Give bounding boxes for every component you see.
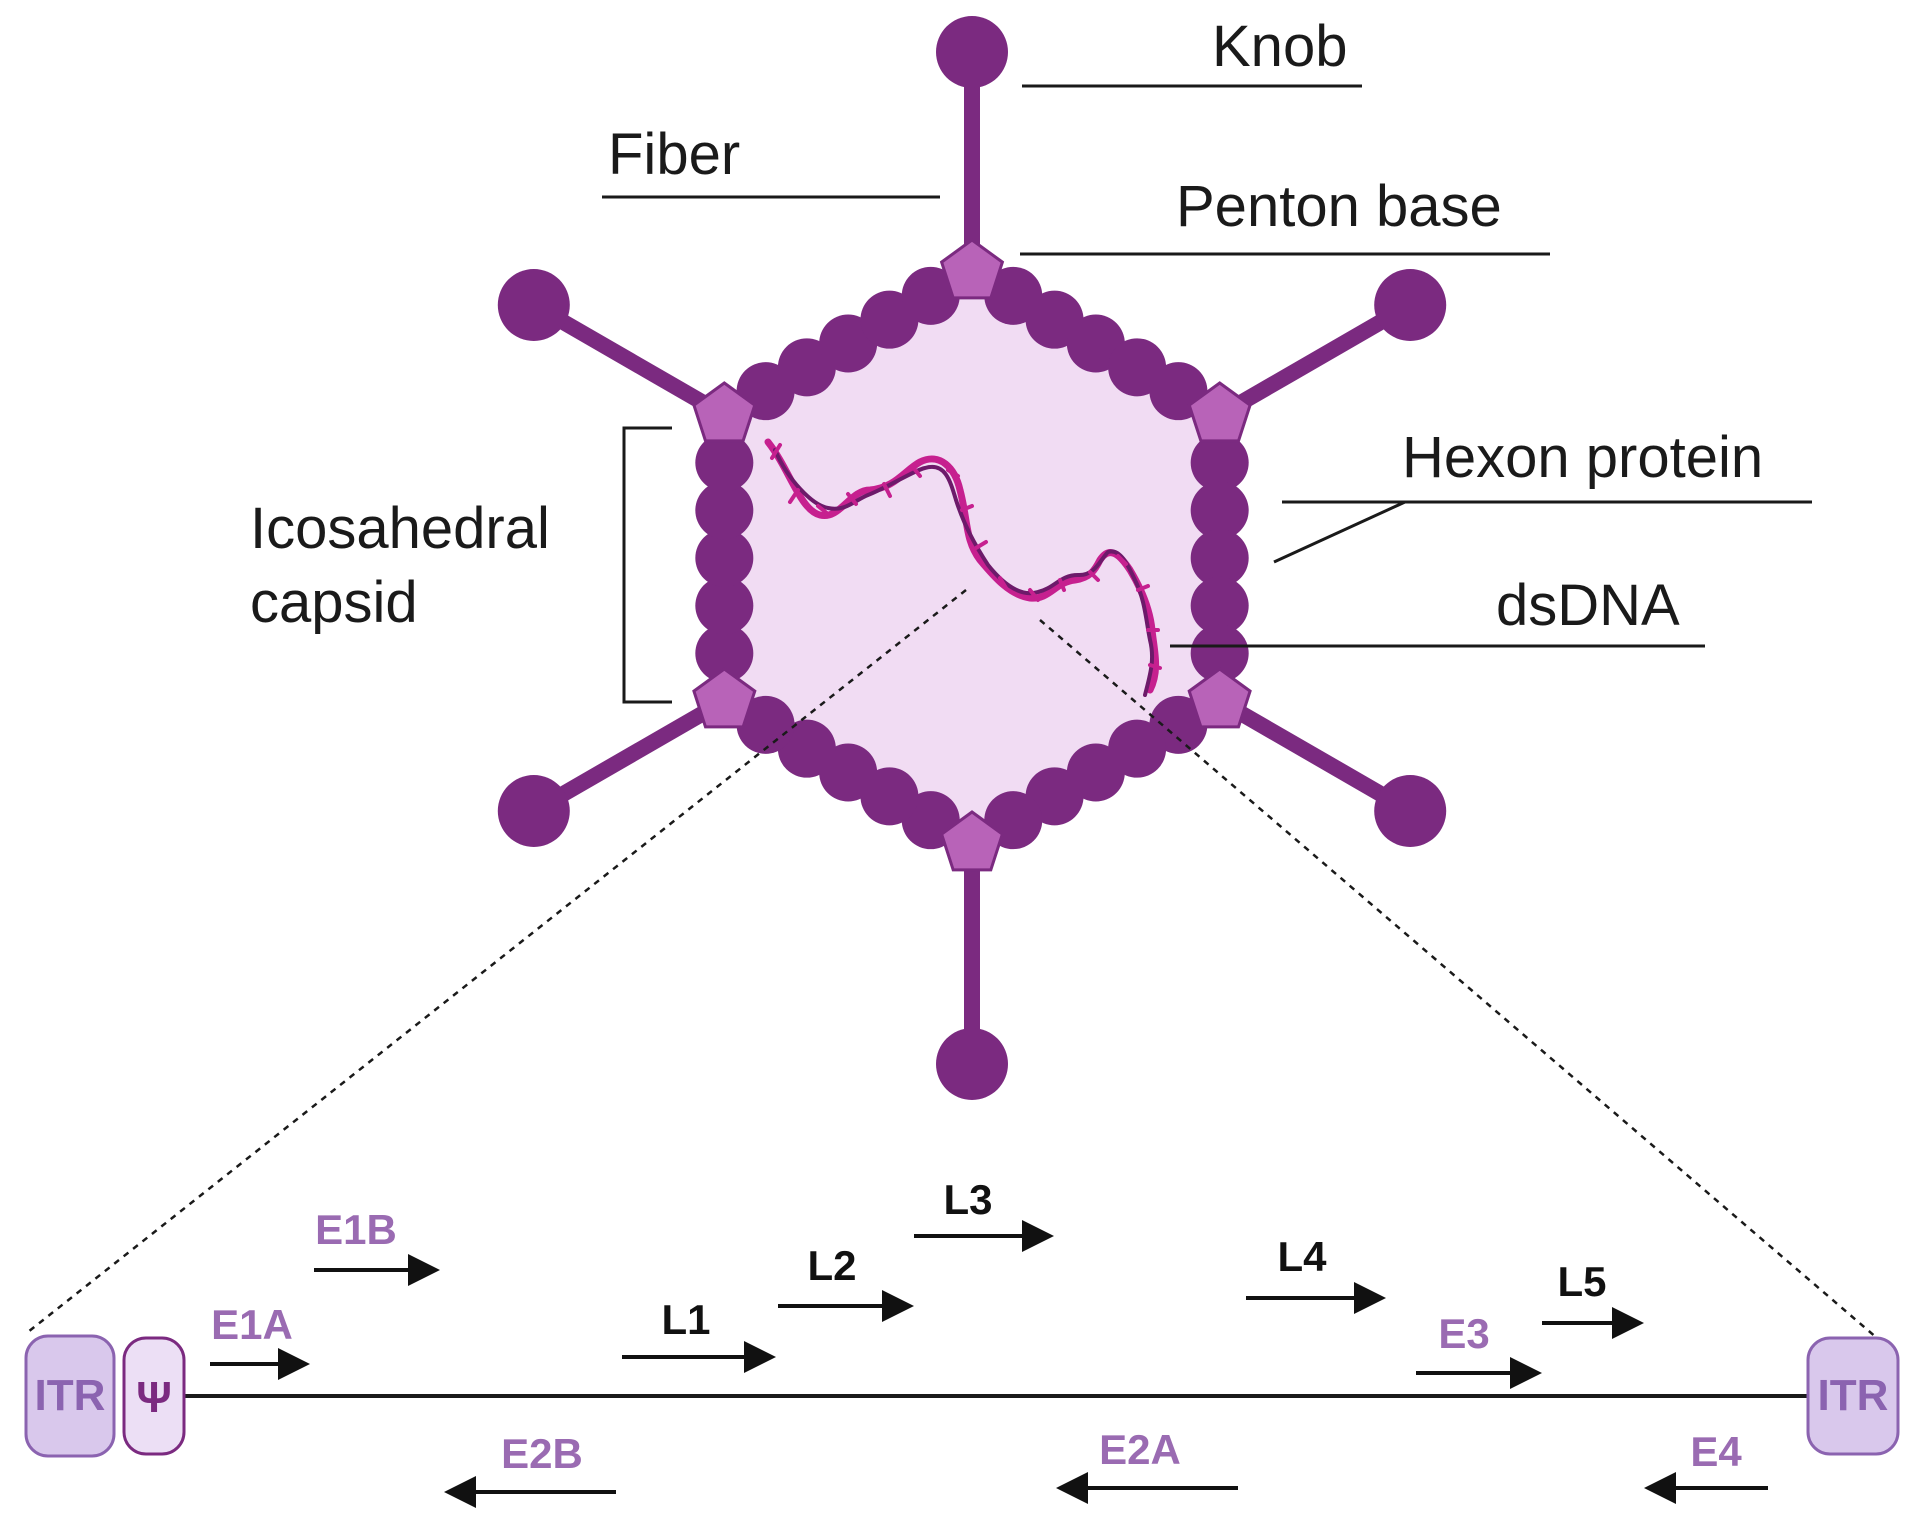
- fiber-label: Fiber: [608, 122, 740, 187]
- hexon-leader-2: [1273, 500, 1406, 564]
- knob-label: Knob: [1212, 14, 1347, 79]
- gene-label-e1b: E1B: [315, 1206, 397, 1253]
- capsid-label-line2: capsid: [250, 570, 418, 635]
- penton-base: [939, 238, 1005, 300]
- dsdna-twist: [770, 443, 1162, 670]
- penton-base: [939, 810, 1005, 872]
- hexon-bead: [1190, 481, 1249, 540]
- capsid-interior: [724, 272, 1220, 845]
- hexon-bead: [1190, 529, 1249, 587]
- fiber-shaft: [529, 298, 729, 422]
- gene-label-e2b: E2B: [501, 1430, 583, 1477]
- knob: [1374, 269, 1447, 341]
- fiber-shaft: [1215, 694, 1415, 818]
- penton-base: [1187, 667, 1252, 729]
- gene-label-e1a: E1A: [211, 1301, 293, 1348]
- psi-label: Ψ: [136, 1373, 172, 1422]
- penton-base: [1187, 381, 1252, 443]
- hexon-beads: [695, 266, 1249, 850]
- psi-box: [122, 1336, 186, 1456]
- knob: [497, 775, 570, 847]
- knob: [497, 269, 570, 341]
- hexon-bead: [1190, 576, 1249, 635]
- itr-left-box: [24, 1334, 116, 1458]
- gene-label-l2: L2: [807, 1242, 856, 1289]
- penton-base-label: Penton base: [1176, 174, 1502, 239]
- dsdna-label: dsDNA: [1496, 573, 1680, 638]
- gene-label-l4: L4: [1277, 1233, 1327, 1280]
- gene-label-l5: L5: [1557, 1258, 1606, 1305]
- gene-label-l3: L3: [943, 1176, 992, 1223]
- dsdna-strand: [764, 438, 1162, 697]
- penton-bases: [692, 238, 1252, 872]
- hexon-bead: [695, 481, 754, 540]
- hexon-bead: [736, 695, 795, 754]
- knob: [936, 16, 1008, 88]
- hexon-bead: [695, 624, 754, 683]
- hexon-bead: [695, 433, 754, 492]
- knob: [936, 1028, 1008, 1100]
- penton-base: [692, 667, 757, 729]
- hexon-bead: [901, 266, 960, 325]
- capsid-label-line1: Icosahedral: [250, 496, 550, 561]
- hexon-label: Hexon protein: [1402, 425, 1763, 490]
- itr-right-box: [1806, 1336, 1900, 1456]
- gene-label-e2a: E2A: [1099, 1426, 1181, 1473]
- zoom-line-right: [1039, 619, 1878, 1339]
- gene-label-l1: L1: [661, 1296, 710, 1343]
- zoom-line-left: [27, 589, 967, 1333]
- hexon-bead: [1190, 624, 1249, 683]
- hexon-bead: [695, 529, 754, 587]
- hexon-bead: [1190, 433, 1249, 492]
- fiber-shaft: [529, 694, 729, 818]
- itr-right-label: ITR: [1818, 1371, 1889, 1420]
- gene-label-e3: E3: [1438, 1310, 1489, 1357]
- itr-left-label: ITR: [35, 1371, 106, 1420]
- hexon-bead: [695, 576, 754, 635]
- gene-label-e4: E4: [1690, 1428, 1742, 1475]
- fiber-shaft: [1215, 298, 1415, 422]
- capsid-bracket: [622, 426, 672, 704]
- penton-base: [692, 381, 757, 443]
- fiber-spikes: [497, 16, 1447, 1100]
- knob: [1374, 775, 1447, 847]
- leader-lines: [27, 84, 1878, 1339]
